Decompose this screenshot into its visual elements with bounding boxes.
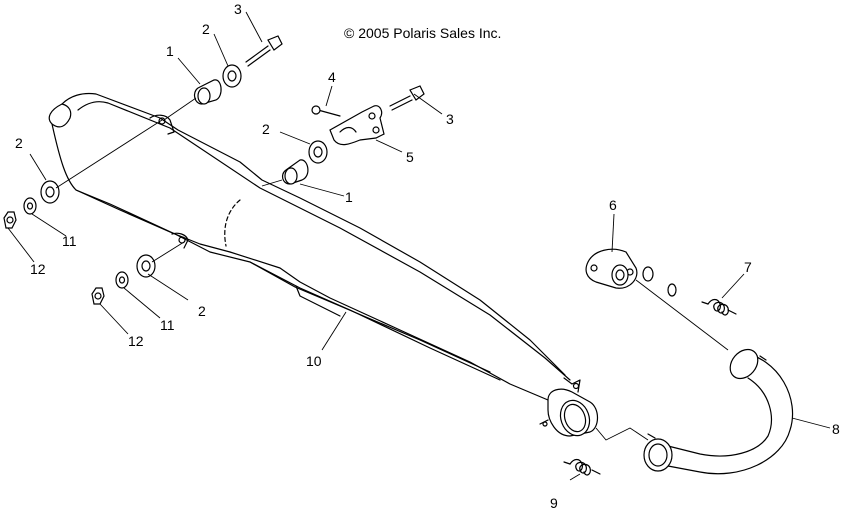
lockwasher-left-upper <box>23 197 37 215</box>
spring-lower <box>563 458 601 476</box>
callout-3-middle: 3 <box>446 111 454 127</box>
washer-upper <box>222 64 242 88</box>
flange-washer-nut <box>642 266 677 297</box>
callout-7: 7 <box>744 259 752 275</box>
callout-2-left-lower: 2 <box>198 303 206 319</box>
callout-8: 8 <box>832 421 840 437</box>
spring-upper <box>701 298 737 316</box>
callout-12-lower: 12 <box>128 333 144 349</box>
muffler-body <box>48 92 581 401</box>
exhaust-flange-gasket <box>585 248 638 289</box>
callout-2-left-upper: 2 <box>15 135 23 151</box>
leader-lines <box>7 11 831 481</box>
callout-5: 5 <box>406 149 414 165</box>
nut-left-upper <box>3 211 17 229</box>
callout-3-upper: 3 <box>234 1 242 17</box>
grommet-upper <box>193 79 222 105</box>
washer-middle <box>308 140 328 164</box>
lockwasher-left-lower <box>115 271 129 289</box>
grommet-middle <box>281 159 309 185</box>
callout-11-lower: 11 <box>160 317 175 333</box>
callout-1-upper: 1 <box>166 43 174 59</box>
nut-left-lower <box>91 287 105 305</box>
callout-labels: 1 1 2 2 2 2 3 3 4 5 6 7 8 9 10 11 11 12 … <box>15 1 840 511</box>
callout-6: 6 <box>609 197 617 213</box>
bolt-middle <box>389 85 425 111</box>
callout-1-middle: 1 <box>345 189 353 205</box>
washer-left-lower <box>136 254 156 278</box>
callout-2-middle: 2 <box>262 121 270 137</box>
head-pipe <box>643 348 794 475</box>
assembly-lines <box>55 97 729 441</box>
callout-9: 9 <box>550 495 558 509</box>
bolt-upper <box>245 35 283 67</box>
copyright-text: © 2005 Polaris Sales Inc. <box>344 25 501 41</box>
callout-4: 4 <box>328 69 336 85</box>
mounting-bracket <box>329 105 385 146</box>
callout-11-upper: 11 <box>62 233 77 249</box>
callout-10: 10 <box>306 353 322 369</box>
muffler-outlet-pipe <box>539 388 599 437</box>
callout-2-upper: 2 <box>202 21 210 37</box>
bolt-small <box>311 105 341 117</box>
callout-12-upper: 12 <box>30 261 46 277</box>
washer-left-upper <box>40 180 60 204</box>
